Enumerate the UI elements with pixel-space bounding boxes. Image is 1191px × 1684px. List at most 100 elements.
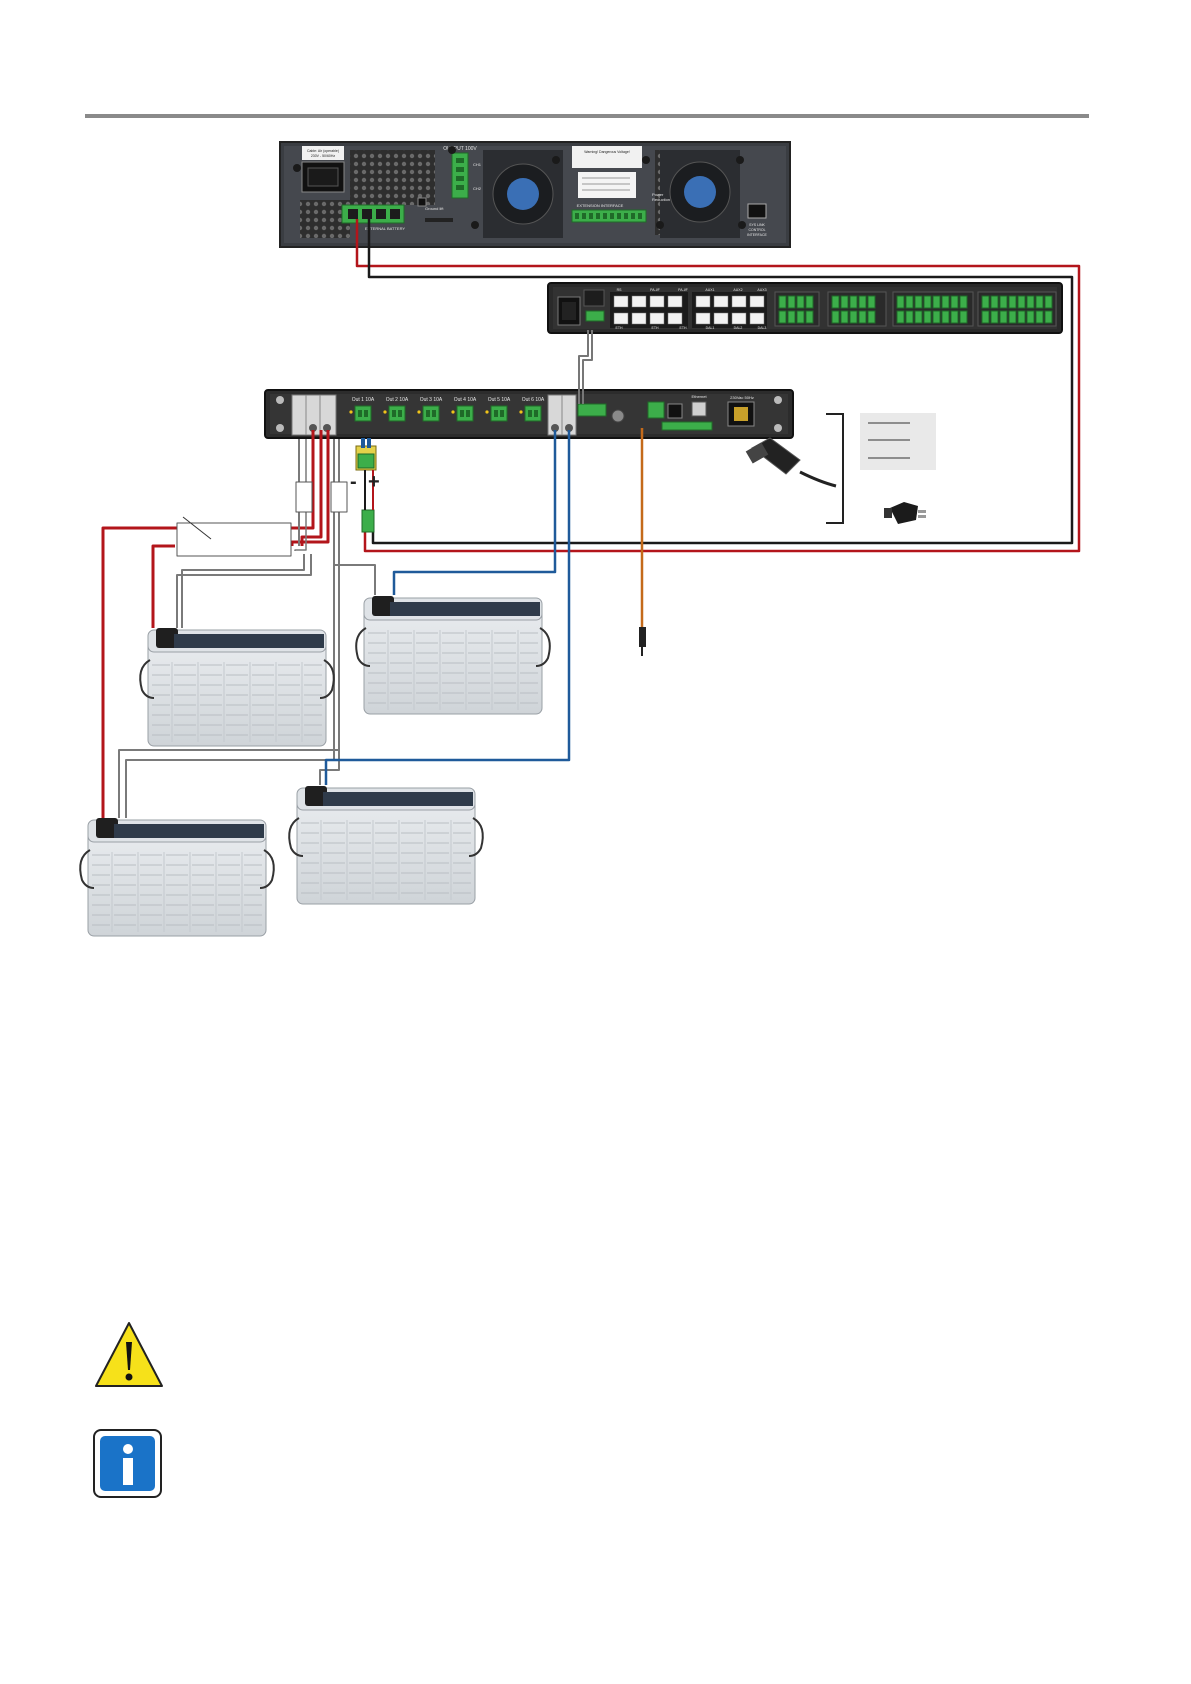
controller-terminal (932, 295, 941, 309)
psu-battery-terminal-left (291, 394, 337, 436)
rj45-port-bottom (695, 312, 711, 325)
psu-output-terminal-pin (460, 410, 464, 417)
controller-terminal (1008, 310, 1017, 324)
controller-terminal (805, 295, 814, 309)
controller-port-label-bottom: ETH (652, 326, 659, 330)
rj45-port-top (731, 295, 747, 308)
battery-3 (79, 817, 275, 937)
controller-terminal (849, 310, 858, 324)
psu-output-terminal-pin (534, 410, 538, 417)
rj45-port-bottom (731, 312, 747, 325)
dc-minus-label: - (350, 471, 357, 493)
controller-terminal (959, 310, 968, 324)
psu-output-terminal-pin (500, 410, 504, 417)
psu-output-led (519, 410, 523, 414)
rj45-port-bottom (649, 312, 665, 325)
controller-port-label-top: AUX3 (757, 288, 766, 292)
controller-terminal (1035, 295, 1044, 309)
controller-terminal (796, 295, 805, 309)
rj45-port-top (695, 295, 711, 308)
controller-terminal (932, 310, 941, 324)
battery-1 (139, 627, 335, 747)
controller-terminal (941, 310, 950, 324)
psu-output-terminal-pin (466, 410, 470, 417)
battery-4 (288, 785, 484, 905)
controller-terminal (999, 310, 1008, 324)
controller-terminal (867, 310, 876, 324)
controller-terminal (1044, 310, 1053, 324)
controller-terminal (1026, 295, 1035, 309)
psu-output-terminal-pin (426, 410, 430, 417)
controller-terminal (858, 295, 867, 309)
controller-terminal (1044, 295, 1053, 309)
amp-power-reduction-2: Reduction (652, 197, 670, 202)
psu-output-label: Out 3 10A (420, 397, 443, 403)
controller-terminal (941, 295, 950, 309)
controller-terminal (840, 310, 849, 324)
psu-output-terminal (388, 405, 406, 422)
psu-output-terminal-pin (494, 410, 498, 417)
psu-output-label: Out 6 10A (522, 397, 545, 403)
amp-fan-2 (660, 150, 740, 238)
schuko-plug-icon (884, 502, 926, 524)
amp-ground-label: Ground lift (425, 206, 444, 211)
psu-output-led (417, 410, 421, 414)
psu-output-terminal (490, 405, 508, 422)
dc-connector: - + (350, 438, 380, 533)
psu-mains-label: 230Vac 50Hz (730, 395, 754, 400)
rj45-port-top (713, 295, 729, 308)
psu-output-label: Out 2 10A (386, 397, 409, 403)
psu-output-terminal-pin (364, 410, 368, 417)
psu-output-terminal (422, 405, 440, 422)
psu-output-terminal-pin (398, 410, 402, 417)
controller-terminal (896, 295, 905, 309)
controller-port-label-top: AUX2 (733, 288, 742, 292)
amp-fan-1 (483, 150, 563, 238)
controller-port-label-top: PA-I/F (678, 288, 688, 292)
controller-port-label-bottom: DAL2 (734, 326, 743, 330)
controller-terminal (778, 295, 787, 309)
controller-terminal (787, 295, 796, 309)
amp-link-label-1: SYS LINK (749, 223, 765, 227)
controller-terminal (905, 310, 914, 324)
info-icon (93, 1429, 162, 1498)
controller-terminal (778, 310, 787, 324)
controller-terminal (981, 310, 990, 324)
mains-cable-detail (745, 413, 936, 524)
controller-terminal (981, 295, 990, 309)
psu-output-led (349, 410, 353, 414)
controller-terminal (849, 295, 858, 309)
psu-output-led (485, 410, 489, 414)
amp-output-label: OUTPUT 100V (443, 146, 477, 152)
amp-ch1-label: CH1 (473, 162, 482, 167)
psu-output-terminal-pin (528, 410, 532, 417)
controller-terminal (831, 295, 840, 309)
warning-triangle-icon (95, 1322, 163, 1387)
controller-terminal (950, 310, 959, 324)
psu-output-terminal-pin (358, 410, 362, 417)
psu-output-led (383, 410, 387, 414)
amp-ch2-label: CH2 (473, 186, 482, 191)
controller-terminal (1008, 295, 1017, 309)
rj45-port-top (749, 295, 765, 308)
psu-output-terminal-pin (432, 410, 436, 417)
rj45-port-bottom (631, 312, 647, 325)
rj45-port-bottom (667, 312, 683, 325)
rj45-port-bottom (713, 312, 729, 325)
controller-terminal (796, 310, 805, 324)
controller-terminal (805, 310, 814, 324)
controller-terminal (999, 295, 1008, 309)
psu-output-label: Out 4 10A (454, 397, 477, 403)
controller-port-label-bottom: ETH (680, 326, 687, 330)
psu-battery-terminal-right (547, 394, 577, 436)
amp-link-label-2: CONTROL (748, 228, 765, 232)
psu-output-label: Out 5 10A (488, 397, 511, 403)
psu-output-terminal (524, 405, 542, 422)
controller-terminal (787, 310, 796, 324)
psu-output-terminal (354, 405, 372, 422)
controller-terminal (914, 310, 923, 324)
rj45-port-top (667, 295, 683, 308)
dc-plus-label: + (368, 471, 380, 493)
controller-port-label-top: PA-I/F (650, 288, 660, 292)
controller-terminal (867, 295, 876, 309)
